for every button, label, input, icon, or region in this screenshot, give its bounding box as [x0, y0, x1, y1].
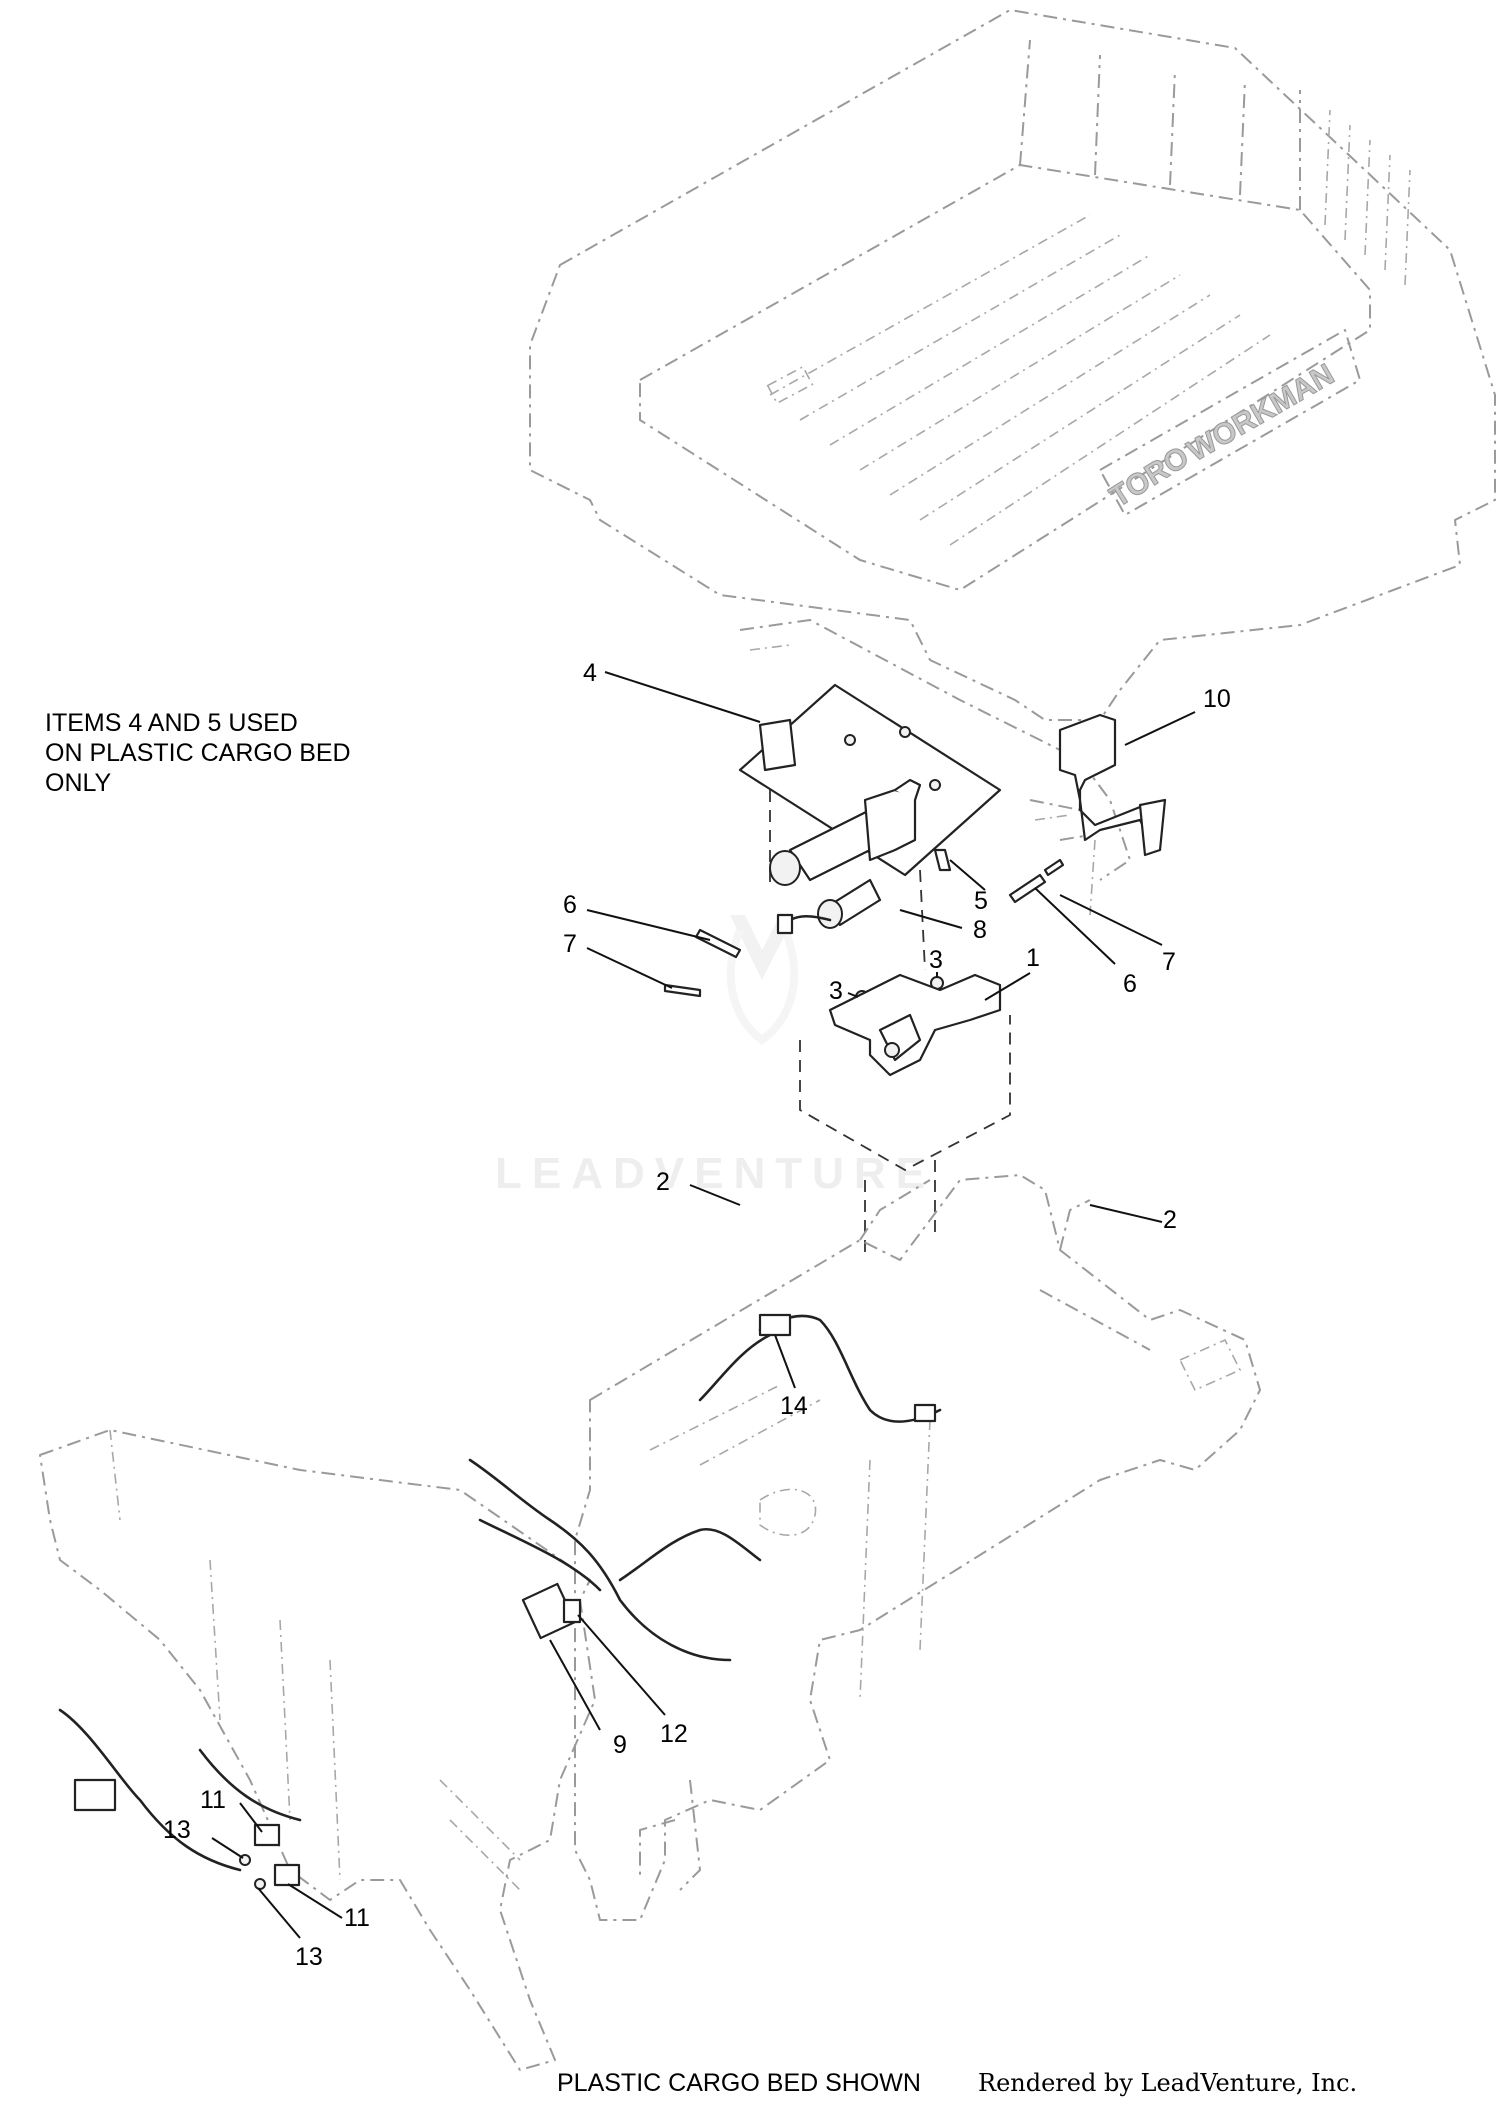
item-4-mounting-plate: [738, 683, 1002, 971]
callout-9: 9: [613, 1731, 627, 1759]
item-6-pin-left: [694, 928, 742, 959]
callout-5: 5: [974, 887, 988, 915]
callout-11-upper: 11: [200, 1786, 226, 1814]
callout-6-left: 6: [563, 891, 577, 919]
callout-6-right: 6: [1123, 970, 1137, 998]
cargo-bed-phantom: TORO WORKMAN: [529, 9, 1496, 721]
hinge-phantom: [739, 619, 1131, 881]
note-line-2: ON PLASTIC CARGO BED: [45, 739, 351, 767]
callout-3-left: 3: [829, 977, 843, 1005]
callout-8: 8: [973, 916, 987, 944]
callout-10: 10: [1203, 685, 1231, 713]
note-line-1: ITEMS 4 AND 5 USED: [45, 709, 298, 737]
callout-1: 1: [1026, 944, 1040, 972]
callout-3-right: 3: [929, 946, 943, 974]
callout-13-lower: 13: [295, 1943, 323, 1971]
callout-labels: 4 10 5 8 7 6 6 7 3 1 3 2 2 14 12 9 11 13…: [163, 659, 1231, 1971]
callout-14: 14: [780, 1392, 808, 1420]
watermark-text: LEADVENTURE: [495, 1149, 935, 1198]
callout-13-upper: 13: [163, 1816, 191, 1844]
callout-7-left: 7: [563, 930, 577, 958]
item-14-harness: [698, 1313, 942, 1423]
usage-note: ITEMS 4 AND 5 USED ON PLASTIC CARGO BED …: [45, 709, 351, 797]
leader-lines: [211, 671, 1196, 1939]
callout-12: 12: [660, 1720, 688, 1748]
items-11-13-sensors: [58, 1708, 302, 1890]
callout-2-right: 2: [1163, 1206, 1177, 1234]
item-7-clip-right: [1043, 858, 1065, 877]
fasteners: [663, 848, 1065, 1004]
watermark: LEADVENTURE: [495, 915, 935, 1198]
item-6-pin-right: [1008, 873, 1047, 904]
items-9-12-switch: [468, 1458, 762, 1662]
item-7-clip-left: [663, 983, 702, 998]
note-line-3: ONLY: [45, 769, 112, 797]
item-5-bolt: [933, 848, 952, 872]
item-1-base-bracket: [799, 973, 1011, 1260]
callout-7-right: 7: [1162, 948, 1176, 976]
item-8-actuator: [769, 778, 922, 935]
item-10-latch-bracket: [1058, 713, 1167, 916]
diagram-caption: PLASTIC CARGO BED SHOWN: [557, 2069, 921, 2097]
callout-4: 4: [583, 659, 597, 687]
vehicle-frame-phantom: [574, 1174, 1261, 1921]
front-panel-phantom: [39, 1429, 596, 2071]
bed-brand-right: WORKMAN: [1182, 358, 1340, 468]
bed-brand-left: TORO: [1104, 440, 1195, 514]
callout-2-left: 2: [656, 1168, 670, 1196]
render-credit: Rendered by LeadVenture, Inc.: [978, 2069, 1357, 2097]
callout-11-lower: 11: [344, 1904, 370, 1932]
